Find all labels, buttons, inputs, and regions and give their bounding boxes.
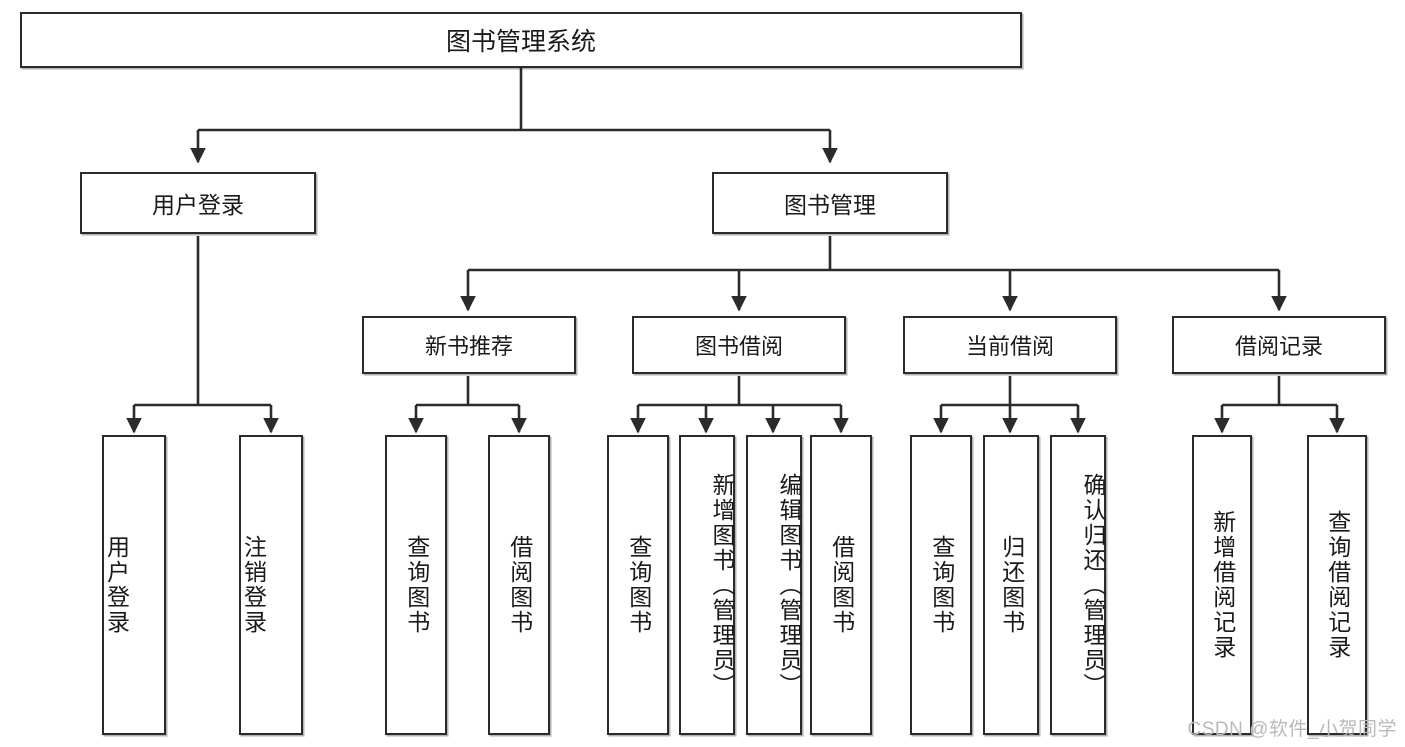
node-borrow-records[interactable]: 借阅记录 [1172,316,1386,374]
leaf-label: 新增借阅记录 [1209,510,1236,660]
leaf-query-borrow-record[interactable]: 查询借阅记录 [1307,435,1367,735]
leaf-label: 确认归还（管理员） [1080,472,1106,698]
leaf-query-book-borrow[interactable]: 查询图书 [607,435,669,735]
leaf-label: 注销登录 [240,535,267,635]
leaf-confirm-return-admin[interactable]: 确认归还（管理员） [1050,435,1106,735]
leaf-add-borrow-record[interactable]: 新增借阅记录 [1192,435,1252,735]
node-book-management[interactable]: 图书管理 [712,172,948,234]
node-label: 图书借阅 [694,334,783,359]
node-label: 图书管理 [784,192,876,218]
leaf-label: 用户登录 [103,535,130,635]
leaf-return-book[interactable]: 归还图书 [983,435,1039,735]
node-label: 用户登录 [152,192,244,218]
leaf-edit-book-admin[interactable]: 编辑图书（管理员） [746,435,802,735]
leaf-label: 查询借阅记录 [1324,510,1351,660]
leaf-label: 借阅图书 [506,535,533,635]
leaf-label: 归还图书 [998,535,1025,635]
node-book-borrowing[interactable]: 图书借阅 [632,316,846,374]
leaf-label: 新增图书（管理员） [709,472,735,698]
node-root-library-system[interactable]: 图书管理系统 [20,12,1022,68]
leaf-label: 查询图书 [928,535,955,635]
leaf-label: 查询图书 [403,535,430,635]
node-label: 借阅记录 [1234,334,1323,359]
leaf-borrow-book-borrow[interactable]: 借阅图书 [810,435,872,735]
leaf-query-book-current[interactable]: 查询图书 [910,435,972,735]
leaf-label: 查询图书 [625,535,652,635]
leaf-borrow-book-newbook[interactable]: 借阅图书 [488,435,550,735]
csdn-watermark: CSDN @软件_小贺同学 [1187,719,1397,740]
leaf-query-book-newbook[interactable]: 查询图书 [385,435,447,735]
node-label: 图书管理系统 [445,28,596,56]
node-current-borrowing[interactable]: 当前借阅 [903,316,1117,374]
leaf-label: 借阅图书 [828,535,855,635]
node-new-book-recommendation[interactable]: 新书推荐 [362,316,576,374]
node-label: 当前借阅 [965,334,1054,359]
node-user-login[interactable]: 用户登录 [80,172,316,234]
leaf-logout-login[interactable]: 注销登录 [239,435,303,735]
leaf-label: 编辑图书（管理员） [776,472,802,698]
leaf-add-book-admin[interactable]: 新增图书（管理员） [679,435,735,735]
node-label: 新书推荐 [424,334,513,359]
leaf-user-login[interactable]: 用户登录 [102,435,166,735]
